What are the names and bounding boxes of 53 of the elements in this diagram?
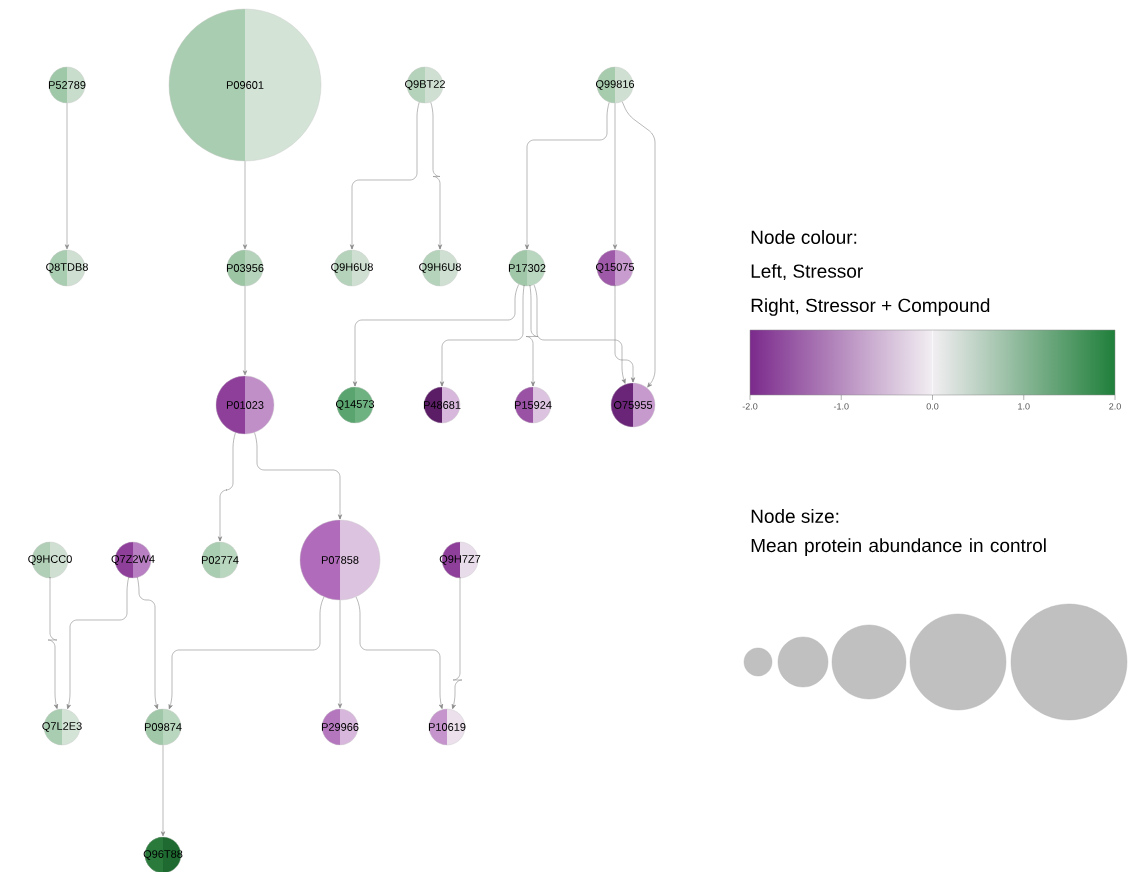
arrow: [242, 285, 248, 376]
arrow: [217, 432, 236, 542]
protein-node: P01023: [215, 375, 275, 435]
arrow: [533, 284, 626, 384]
protein-node: P17302: [508, 249, 546, 287]
arrow: [439, 284, 525, 387]
arrow: [168, 596, 325, 710]
legend-title: Mean protein abundance in control: [751, 538, 1046, 556]
legend-title: Node colour:: [751, 230, 857, 244]
arrow: [47, 576, 58, 709]
tick-label: 1.0: [1018, 403, 1030, 410]
arrow: [524, 101, 610, 250]
arrow: [451, 576, 463, 710]
arrow: [525, 284, 539, 387]
protein-node: P02774: [201, 541, 239, 579]
protein-node: P10619: [428, 708, 466, 746]
arrow: [612, 102, 618, 250]
protein-node: Q9HCC0: [28, 541, 72, 579]
protein-node: P15924: [514, 386, 552, 424]
protein-node: P52789: [48, 66, 86, 104]
protein-node: Q8TDB8: [46, 249, 88, 287]
arrow: [137, 576, 159, 710]
arrow: [337, 599, 343, 709]
protein-node: Q9BT22: [405, 66, 445, 104]
tick-label: -2.0: [742, 403, 758, 410]
tick-label: 2.0: [1109, 403, 1121, 410]
arrow: [242, 160, 248, 250]
protein-node: Q99816: [595, 66, 635, 104]
arrow: [254, 432, 343, 520]
protein-node: P29966: [321, 708, 359, 746]
arrow: [352, 283, 520, 387]
arrow: [621, 101, 656, 388]
protein-node: P03956: [226, 249, 264, 287]
arrow: [355, 596, 443, 709]
protein-node: O75955: [610, 382, 656, 428]
legend-title: Left, Stressor: [751, 263, 863, 281]
arrow: [160, 744, 166, 837]
protein-node: P09601: [168, 8, 322, 162]
tick-label: -1.0: [833, 403, 849, 410]
arrow: [66, 576, 129, 710]
arrow: [430, 101, 443, 250]
arrow: [614, 284, 636, 383]
legend-title: Right, Stressor + Compound: [751, 298, 990, 316]
arrow: [349, 101, 420, 250]
protein-node: Q9H6U8: [419, 249, 461, 287]
protein-node: P09874: [144, 708, 182, 746]
arrow: [64, 102, 70, 250]
protein-node: P07858: [299, 519, 381, 601]
tick-label: 0.0: [926, 403, 939, 410]
protein-node: Q7L2E3: [42, 708, 82, 746]
legend-title: Node size:: [751, 509, 839, 523]
protein-node: Q15075: [595, 249, 635, 287]
protein-node: Q9H6U8: [331, 249, 373, 287]
